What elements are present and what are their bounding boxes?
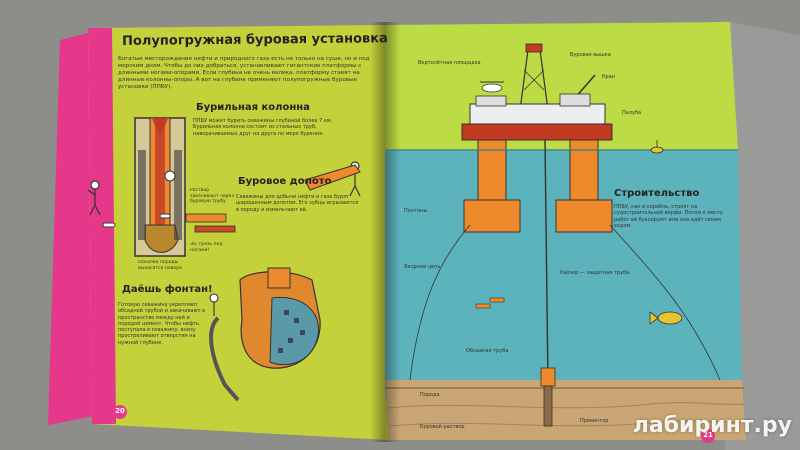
fossil-icons	[102, 170, 176, 228]
label-deck: Палуба	[622, 110, 642, 116]
section-title-fountain: Даёшь фонтан!	[122, 284, 213, 295]
page-number-badge-right	[701, 429, 715, 443]
drill-bit-illustration	[239, 267, 321, 369]
rig-column	[477, 139, 507, 209]
rock-strata-2	[389, 420, 747, 427]
caption-mud-injection: Раствор закачивают через буровую трубу	[190, 188, 234, 205]
section-text-fountain: Готовую скважину укрепляют обсадной труб…	[118, 302, 206, 346]
label-derrick: Буровая вышка	[570, 52, 611, 58]
magenta-cover	[48, 30, 100, 425]
helicopter-icon	[480, 81, 504, 93]
caption-rock-bits: Осколки породы выносятся наверх	[138, 260, 182, 271]
left-page-intro: Богатые месторождения нефти и природного…	[118, 56, 370, 90]
seabed	[385, 380, 746, 440]
page-number-badge-left	[113, 405, 127, 419]
left-page-title: Полупогружная буровая установка	[122, 31, 388, 49]
stick-figure-left	[87, 180, 101, 216]
bone-icon	[102, 222, 116, 228]
section-title-construction: Строительство	[614, 188, 700, 199]
rig-deck	[461, 123, 613, 141]
anchor-line	[409, 224, 471, 381]
drill-pipe-illustration	[185, 213, 236, 233]
shell-icon	[164, 170, 176, 182]
rock-strata	[387, 402, 745, 409]
oil-rig	[385, 43, 738, 233]
page-number-left: 20	[115, 407, 125, 415]
anchor-line	[609, 224, 721, 381]
rig-column	[569, 139, 599, 209]
page-number-right: 21	[703, 431, 713, 439]
section-text-construction: ППБУ, как и корабль, строят на судострои…	[614, 204, 723, 229]
drill-column-illustration	[134, 117, 186, 257]
riser-pipe	[544, 139, 549, 386]
label-casing: Обсадная труба	[466, 348, 509, 354]
label-anchor-chain: Якорная цепь	[404, 264, 441, 270]
pontoon	[463, 199, 521, 233]
section-title-drill-column: Бурильная колонна	[196, 102, 310, 113]
section-text-drill-column: ППБУ может бурить скважины глубиной боле…	[193, 118, 333, 137]
label-drilling-mud: Буровой раствор	[420, 424, 465, 430]
stick-figure-hose	[209, 293, 219, 316]
pontoon	[555, 199, 613, 233]
label-bop: Превентор	[580, 418, 609, 424]
bone-icon	[159, 213, 171, 219]
section-text-drill-bit: Скважины для добычи нефти и газа бурят ш…	[236, 194, 359, 213]
watermark-logo: лабиринт.ру	[632, 413, 792, 438]
caption-dirt: Эх, грязь под ногами!	[190, 242, 223, 253]
blowout-preventer	[540, 367, 556, 427]
left-page-margin	[88, 28, 116, 424]
fish-icon	[649, 311, 683, 325]
diver-icon	[475, 297, 505, 309]
hose	[209, 316, 240, 402]
diagonal-drill-pipe	[304, 164, 361, 191]
book-gutter	[370, 22, 400, 442]
label-pontoons: Понтоны	[404, 208, 428, 214]
label-rock: Порода	[420, 392, 440, 398]
buoy-icon	[650, 140, 664, 154]
label-riser: Райзер — защитная труба	[560, 270, 630, 276]
label-crane: Кран	[602, 74, 616, 80]
label-helipad: Вертолётная площадка	[418, 60, 481, 66]
red-arrow-icon	[152, 118, 168, 138]
section-title-drill-bit: Буровое долото	[238, 176, 332, 187]
